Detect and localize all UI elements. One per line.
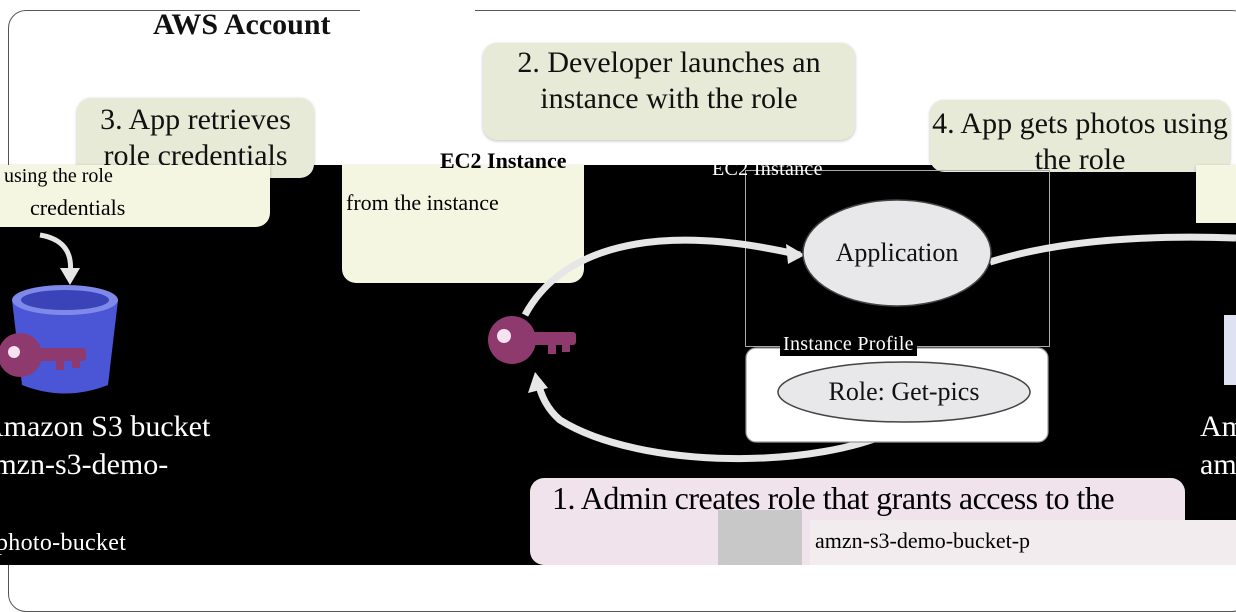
arrowhead-bucket <box>60 268 80 285</box>
bucket-label-line1: Amazon S3 bucket <box>0 410 211 443</box>
arrow-role-to-key <box>534 379 902 462</box>
role-node <box>777 361 1031 423</box>
application-node <box>802 199 992 307</box>
admin-bucket-fragment: amzn-s3-demo-bucket-p <box>815 528 1031 553</box>
right-label-line1: Am <box>1200 410 1236 443</box>
admin-callout-gray <box>718 510 802 565</box>
application-label: Application <box>835 238 959 267</box>
callout-fragment-right <box>1196 165 1236 223</box>
admin-callout-text: 1. Admin creates role that grants access… <box>552 480 1115 516</box>
ec2-instance-label: EC2 Instance <box>712 158 823 180</box>
instance-profile-label: Instance Profile <box>780 333 917 356</box>
arrow-key-to-app <box>521 236 801 317</box>
bucket-label-line2: amzn-s3-demo- <box>0 448 169 481</box>
arrowhead-key <box>528 372 548 393</box>
callout-fragment-left <box>0 165 270 227</box>
callout-launch-instance: 2. Developer launches an instance with t… <box>483 43 855 140</box>
diagram-graphics <box>0 199 1236 565</box>
bucket-label-line3: photo-bucket <box>0 530 127 556</box>
aws-account-title: AWS Account <box>153 8 331 41</box>
role-label: Role: Get-pics <box>828 377 980 406</box>
callout-get-photos: 4. App gets photos using the role <box>930 100 1230 176</box>
callout-fragment-center <box>342 165 584 283</box>
key-icon-bucket <box>0 333 86 377</box>
arrowhead-app <box>786 244 805 264</box>
fragment-from-instance: from the instance <box>346 190 499 215</box>
fragment-ec2-instance: EC2 Instance <box>440 148 567 173</box>
right-fragment <box>1224 315 1236 385</box>
fragment-using-role: using the role <box>4 165 113 187</box>
frame-gap <box>360 0 475 14</box>
right-label-line2: am <box>1200 448 1236 481</box>
key-icon-center <box>488 316 576 364</box>
fragment-credentials: credentials <box>30 195 126 220</box>
s3-bucket-icon <box>12 285 118 394</box>
arrow-app-to-right <box>988 233 1236 266</box>
admin-callout-lower <box>810 520 1236 565</box>
